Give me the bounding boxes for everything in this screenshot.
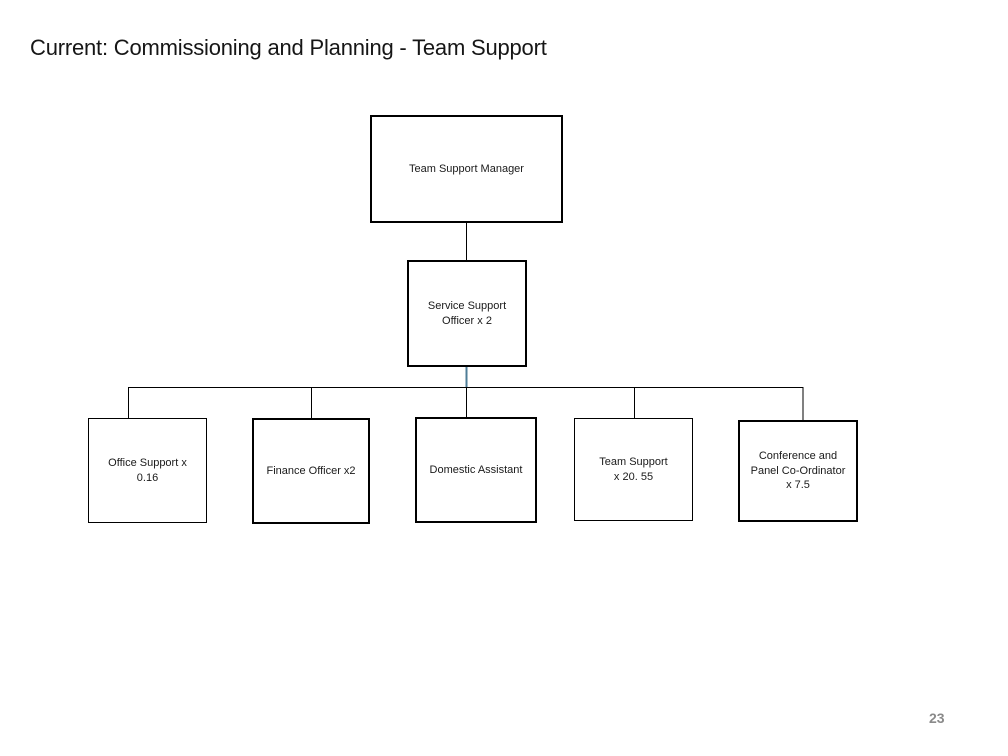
- org-node-label: Team Support Manager: [409, 162, 524, 175]
- org-node-office-support: Office Support x 0.16: [88, 418, 207, 523]
- org-node-label: Conference and Panel Co-Ordinator x 7.5: [750, 450, 846, 492]
- org-node-label: Domestic Assistant: [429, 463, 523, 476]
- org-node-label: Team Support x 20. 55: [599, 455, 668, 483]
- org-node-label: Office Support x 0.16: [108, 456, 187, 484]
- org-node-conference-panel-coordinator: Conference and Panel Co-Ordinator x 7.5: [738, 420, 858, 522]
- org-node-team-support-manager: Team Support Manager: [370, 115, 563, 223]
- slide-title: Current: Commissioning and Planning - Te…: [30, 35, 547, 60]
- org-node-team-support: Team Support x 20. 55: [574, 418, 693, 521]
- org-node-service-support-officer: Service Support Officer x 2: [407, 260, 527, 367]
- org-node-label: Finance Officer x2: [266, 464, 356, 477]
- org-node-domestic-assistant: Domestic Assistant: [415, 417, 537, 523]
- org-node-label: Service Support Officer x 2: [427, 299, 507, 327]
- org-node-finance-officer: Finance Officer x2: [252, 418, 370, 524]
- page-number: 23: [929, 710, 945, 726]
